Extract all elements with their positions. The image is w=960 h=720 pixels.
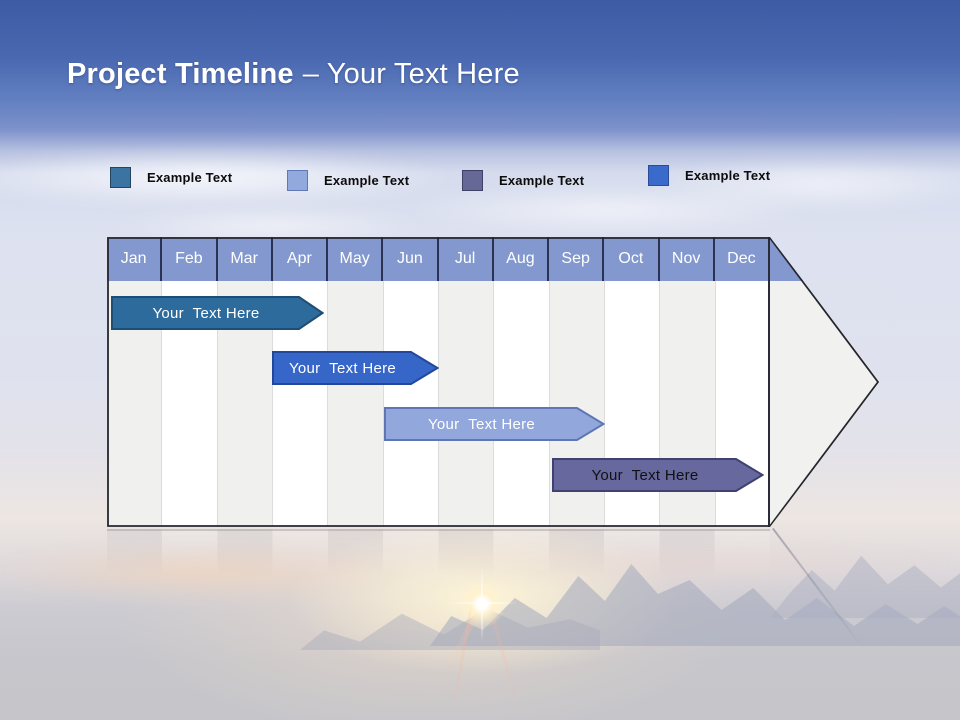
month-cell-dec: Dec bbox=[715, 237, 770, 281]
month-cell-jan: Jan bbox=[107, 237, 163, 281]
month-header-cells: Jan Feb Mar Apr May Jun Jul Aug Sep Oct … bbox=[107, 237, 770, 281]
legend-swatch-4 bbox=[648, 165, 669, 186]
timeline-bar-1: Your Text Here bbox=[111, 296, 324, 330]
sun-ray bbox=[431, 604, 484, 696]
legend-item-3: Example Text bbox=[462, 170, 584, 191]
title-suffix: – Your Text Here bbox=[302, 58, 520, 90]
legend-swatch-1 bbox=[110, 167, 131, 188]
sun-ray bbox=[488, 605, 523, 717]
bar-label-1: Your Text Here bbox=[152, 304, 260, 322]
arrowhead-divider-line bbox=[768, 237, 770, 527]
bar-label-3: Your Text Here bbox=[427, 415, 536, 433]
legend-label-4: Example Text bbox=[685, 168, 771, 183]
legend-item-2: Example Text bbox=[287, 170, 409, 191]
timeline-bar-2: Your Text Here bbox=[272, 351, 439, 385]
month-column-may bbox=[328, 281, 384, 527]
month-cell-mar: Mar bbox=[218, 237, 273, 281]
legend-label-2: Example Text bbox=[324, 173, 410, 188]
month-column-jun bbox=[383, 281, 439, 527]
month-cell-aug: Aug bbox=[494, 237, 549, 281]
sun-ray bbox=[450, 605, 473, 720]
month-cell-jul: Jul bbox=[439, 237, 494, 281]
timeline-bar-3: Your Text Here bbox=[384, 407, 605, 441]
month-header-row: Jan Feb Mar Apr May Jun Jul Aug Sep Oct … bbox=[107, 237, 880, 281]
legend-label-1: Example Text bbox=[147, 170, 233, 185]
legend-item-1: Example Text bbox=[110, 167, 232, 188]
month-cell-oct: Oct bbox=[604, 237, 660, 281]
month-column-aug bbox=[494, 281, 550, 527]
month-column-jul bbox=[438, 281, 495, 527]
chart-reflection bbox=[107, 529, 770, 583]
bar-label-4: Your Text Here bbox=[591, 466, 699, 484]
month-cell-jun: Jun bbox=[383, 237, 439, 281]
title-main: Project Timeline bbox=[67, 58, 294, 90]
timeline-chart: Jan Feb Mar Apr May Jun Jul Aug Sep Oct … bbox=[107, 237, 880, 527]
legend-label-3: Example Text bbox=[499, 173, 585, 188]
month-cell-nov: Nov bbox=[660, 237, 715, 281]
month-cell-feb: Feb bbox=[162, 237, 218, 281]
month-cell-apr: Apr bbox=[273, 237, 328, 281]
month-cell-sep: Sep bbox=[549, 237, 605, 281]
legend-swatch-3 bbox=[462, 170, 483, 191]
month-cell-may: May bbox=[328, 237, 384, 281]
legend-item-4: Example Text bbox=[648, 165, 770, 186]
page-title: Project Timeline– Your Text Here bbox=[67, 58, 520, 91]
sun-ray bbox=[447, 602, 517, 604]
sun bbox=[458, 580, 506, 628]
mountain-silhouette bbox=[300, 608, 600, 650]
bar-label-2: Your Text Here bbox=[288, 359, 397, 377]
chart-reflection-diagonal bbox=[772, 527, 864, 649]
cloud-decoration bbox=[400, 186, 820, 234]
timeline-bar-4: Your Text Here bbox=[552, 458, 764, 492]
legend-swatch-2 bbox=[287, 170, 308, 191]
mountain-silhouette bbox=[770, 555, 960, 618]
